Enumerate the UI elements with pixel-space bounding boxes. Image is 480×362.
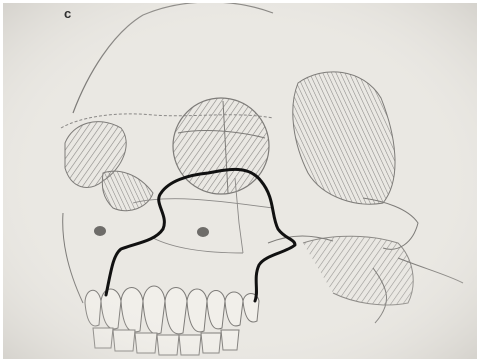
skull-illustration-photo: c (3, 3, 477, 359)
skull-drawing (3, 3, 477, 359)
panel-label: c (64, 6, 71, 21)
